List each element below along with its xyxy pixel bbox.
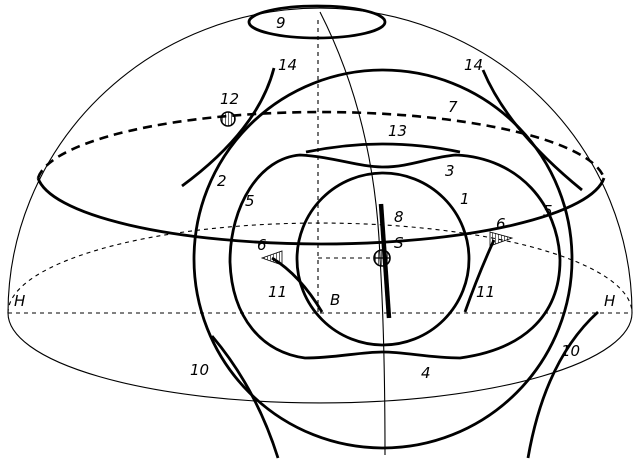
label-12: 12 xyxy=(220,90,239,108)
infralateral-arc-left xyxy=(210,335,280,459)
circumzenithal-arc xyxy=(247,4,387,40)
supralateral-arc-right xyxy=(481,69,583,192)
supralateral-arc-left xyxy=(181,67,276,188)
lowitz-arc-right xyxy=(463,239,496,313)
upper-tangent-arc xyxy=(305,142,461,154)
label-2: 2 xyxy=(217,172,227,190)
label-7: 7 xyxy=(448,98,458,116)
horizon-front xyxy=(7,312,633,404)
halo-22-degree xyxy=(295,171,471,347)
horizon-back xyxy=(7,222,633,314)
label-base-point: B xyxy=(330,291,340,309)
label-14-right: 14 xyxy=(464,56,483,74)
label-1: 1 xyxy=(460,190,470,208)
celestial-dome xyxy=(7,7,633,314)
parhelic-circle-front xyxy=(36,177,606,246)
label-horizon-left: H xyxy=(14,292,25,310)
label-11-left: 11 xyxy=(268,283,287,301)
label-4: 4 xyxy=(421,364,431,382)
sun-marker xyxy=(373,249,391,267)
label-5-left: 5 xyxy=(245,192,255,210)
label-13: 13 xyxy=(388,122,407,140)
spot-12 xyxy=(220,111,236,127)
label-11-right: 11 xyxy=(476,283,495,301)
label-10-left: 10 xyxy=(190,361,209,379)
infralateral-arc-right xyxy=(526,310,599,459)
label-5-right: 5 xyxy=(543,202,553,220)
label-6-left: 6 xyxy=(257,236,267,254)
parhelic-circle-back xyxy=(36,110,606,179)
label-10-right: 10 xyxy=(561,342,580,360)
parhelion-left xyxy=(260,250,283,266)
label-9: 9 xyxy=(276,14,286,32)
circumscribed-halo xyxy=(228,153,562,360)
label-14-left: 14 xyxy=(278,56,297,74)
label-6-right: 6 xyxy=(496,215,506,233)
halo-46-degree xyxy=(192,68,574,450)
label-8: 8 xyxy=(394,208,404,226)
label-3: 3 xyxy=(445,162,455,180)
parhelion-right xyxy=(489,231,514,247)
label-horizon-right: H xyxy=(604,292,615,310)
label-sun: S xyxy=(394,234,404,252)
